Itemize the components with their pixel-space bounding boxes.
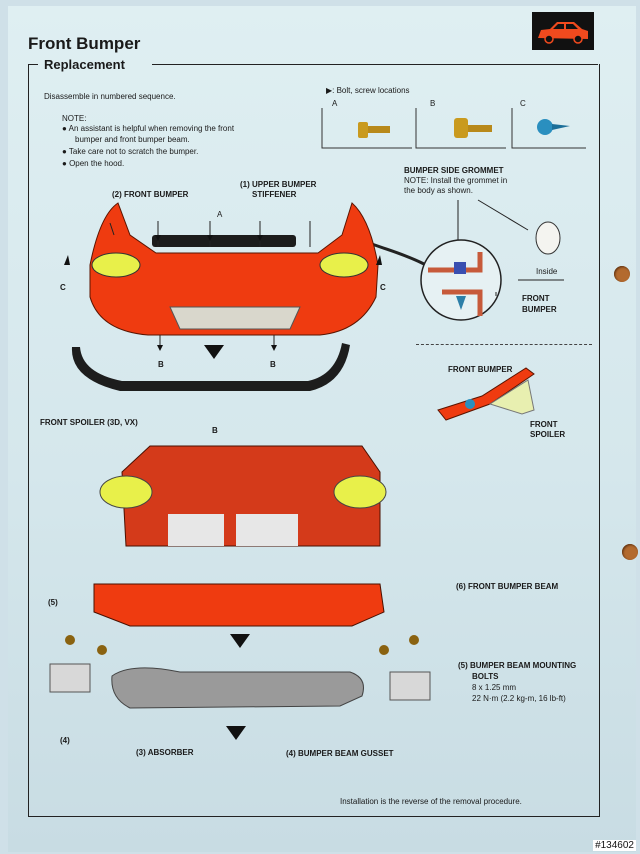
- legend-b: B: [430, 99, 436, 108]
- content-frame: [28, 64, 600, 817]
- screw-c-icon: [537, 119, 570, 135]
- letter-c-left: C: [60, 283, 66, 292]
- absorber: [111, 667, 364, 709]
- front-spoiler-label: FRONT SPOILER (3D, VX): [40, 418, 138, 427]
- absorber-label: (3) ABSORBER: [136, 748, 194, 757]
- num-4-label: (4): [60, 736, 70, 745]
- beam-label: (6) FRONT BUMPER BEAM: [456, 582, 559, 591]
- front-bumper-label: (2) FRONT BUMPER: [112, 190, 189, 199]
- bolts-label-1: (5) BUMPER BEAM MOUNTING: [458, 661, 577, 670]
- legend-c: C: [520, 99, 526, 108]
- beam-diagram: [49, 445, 431, 740]
- bolts-label-2: BOLTS: [472, 672, 499, 681]
- note-bullet-1-cont: bumper and front bumper beam.: [75, 135, 190, 144]
- bolt-a-icon: [358, 122, 390, 138]
- letter-b-3: B: [212, 426, 218, 435]
- footer-note: Installation is the reverse of the remov…: [340, 797, 522, 806]
- note-label: NOTE:: [62, 114, 87, 123]
- grommet-note-1: NOTE: Install the grommet in: [404, 176, 508, 185]
- note-bullet-2: ● Take care not to scratch the bumper.: [62, 147, 199, 156]
- bolt-b-icon: [454, 118, 492, 138]
- front-spoiler: [71, 343, 350, 391]
- gusset-left: [49, 663, 91, 693]
- punch-hole-top: [614, 266, 630, 282]
- image-id-stamp: #134602: [593, 840, 636, 851]
- page-title: Front Bumper: [28, 34, 141, 53]
- intro-text: Disassemble in numbered sequence.: [44, 92, 176, 101]
- grommet-note-2: the body as shown.: [404, 186, 473, 195]
- legend-a: A: [332, 99, 338, 108]
- letter-c-right: C: [380, 283, 386, 292]
- fastener-legend: [321, 108, 586, 149]
- bolts-size: 8 x 1.25 mm: [472, 683, 517, 692]
- note-bullet-1: ● An assistant is helpful when removing …: [62, 124, 235, 133]
- grommet-icon: [535, 221, 561, 255]
- spoiler-detail: [437, 367, 535, 421]
- grommet-diagram: [371, 199, 564, 321]
- detail-spoiler-label-2: SPOILER: [530, 430, 566, 439]
- grommet-front-label-1: FRONT: [522, 294, 550, 303]
- grommet-front-label-2: BUMPER: [522, 305, 557, 314]
- car-section-icon: [532, 12, 594, 50]
- upper-stiffener: [152, 235, 296, 247]
- grommet-title: BUMPER SIDE GROMMET: [404, 166, 504, 175]
- note-bullet-3: ● Open the hood.: [62, 159, 125, 168]
- bumper-beam: [93, 583, 385, 627]
- gusset-right: [389, 671, 431, 701]
- letter-b-2: B: [270, 360, 276, 369]
- gusset-label: (4) BUMPER BEAM GUSSET: [286, 749, 394, 758]
- detail-spoiler-label-1: FRONT: [530, 420, 558, 429]
- grommet-inside-label: Inside: [536, 267, 558, 276]
- section-subtitle: Replacement: [44, 57, 125, 72]
- letter-a: A: [217, 210, 223, 219]
- punch-hole-bottom: [622, 544, 638, 560]
- detail-bumper-label: FRONT BUMPER: [448, 365, 513, 374]
- bolts-torque: 22 N·m (2.2 kg-m, 16 lb-ft): [472, 694, 566, 703]
- upper-stiffener-label-2: STIFFENER: [252, 190, 297, 199]
- upper-stiffener-label-1: (1) UPPER BUMPER: [240, 180, 317, 189]
- legend-title: ▶: Bolt, screw locations: [326, 86, 410, 95]
- letter-b-1: B: [158, 360, 164, 369]
- bumper-diagram: [64, 202, 382, 391]
- num-5-label: (5): [48, 598, 58, 607]
